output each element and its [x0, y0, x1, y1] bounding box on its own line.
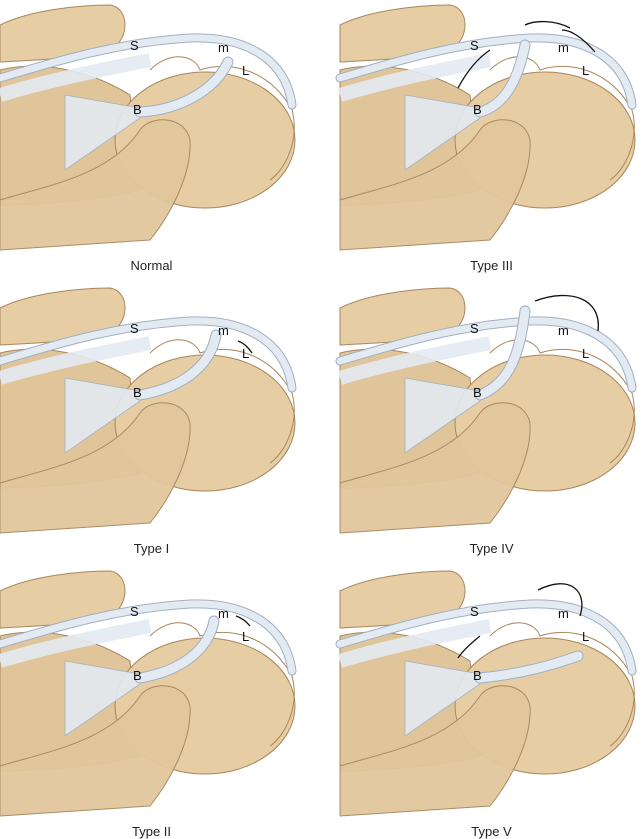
panel-caption: Type I — [133, 541, 170, 556]
biceps-tendon — [475, 651, 583, 683]
label-S: S — [470, 38, 479, 53]
biceps-tendon — [135, 616, 219, 683]
label-m: m — [218, 606, 229, 621]
anatomy-drawing — [340, 571, 635, 816]
direction-arrow — [457, 20, 596, 89]
label-B: B — [133, 385, 142, 400]
label-m: m — [558, 40, 569, 55]
label-S: S — [470, 604, 479, 619]
label-L: L — [242, 629, 249, 644]
biceps-tendon — [475, 306, 530, 400]
anatomy-drawing — [0, 288, 295, 533]
anatomy-drawing — [340, 288, 635, 533]
label-L: L — [582, 629, 589, 644]
label-B: B — [473, 102, 482, 117]
panel-caption: Normal — [130, 258, 173, 273]
label-m: m — [558, 323, 569, 338]
label-B: B — [133, 102, 142, 117]
biceps-tendon — [475, 40, 530, 117]
anatomy-drawing — [0, 571, 295, 816]
anatomy-drawing — [0, 5, 295, 250]
label-B: B — [473, 668, 482, 683]
label-m: m — [218, 323, 229, 338]
panel-caption: Type IV — [469, 541, 514, 556]
label-B: B — [473, 385, 482, 400]
biceps-tendon — [135, 330, 221, 400]
label-L: L — [242, 63, 249, 78]
label-L: L — [582, 346, 589, 361]
label-S: S — [130, 604, 139, 619]
panel-caption: Type II — [131, 824, 172, 839]
biceps-tendon — [135, 57, 233, 117]
direction-arrow — [534, 294, 599, 332]
label-L: L — [242, 346, 249, 361]
anatomy-drawing — [340, 5, 635, 250]
label-L: L — [582, 63, 589, 78]
label-S: S — [130, 38, 139, 53]
direction-arrow — [237, 340, 253, 354]
label-m: m — [558, 606, 569, 621]
panel-caption: Type III — [470, 258, 513, 273]
label-S: S — [130, 321, 139, 336]
panel-caption: Type V — [471, 824, 512, 839]
label-B: B — [133, 668, 142, 683]
label-m: m — [218, 40, 229, 55]
direction-arrow — [457, 583, 583, 659]
label-S: S — [470, 321, 479, 336]
direction-arrow — [235, 615, 251, 627]
